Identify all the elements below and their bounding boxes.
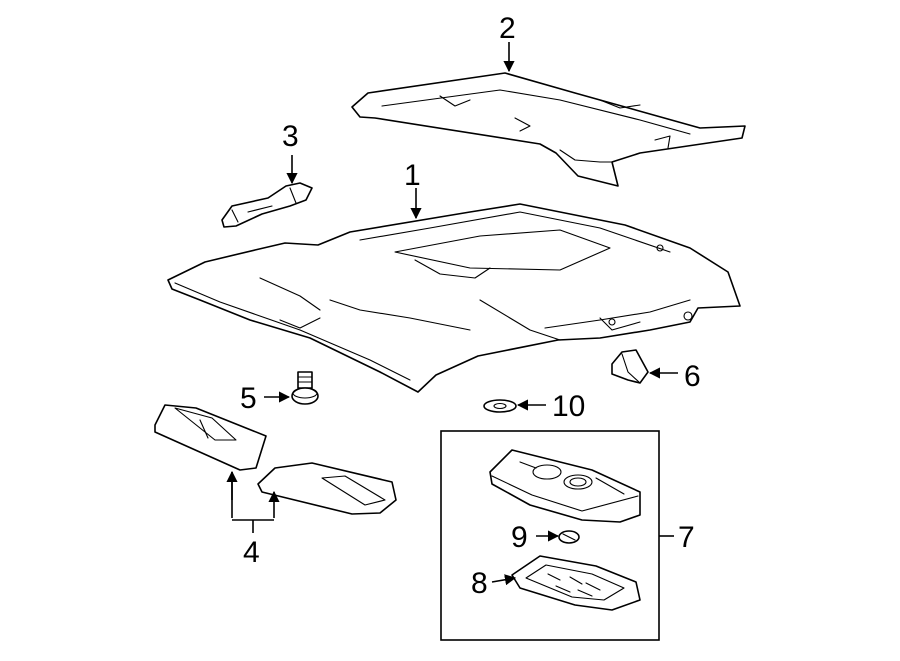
- callout-9: 9: [511, 521, 528, 554]
- part-10-washer: [483, 399, 517, 413]
- callout-5: 5: [240, 382, 257, 415]
- callout-7: 7: [678, 521, 695, 554]
- callout-4: 4: [243, 536, 260, 569]
- part-1-headliner: [167, 203, 741, 393]
- part-3-bracket: [221, 182, 313, 228]
- part-8-lens: [511, 555, 641, 611]
- part-2-roof-panel: [351, 72, 746, 187]
- part-7-dome-lamp: [489, 449, 641, 523]
- callout-3: 3: [282, 120, 299, 153]
- leader-lines: [226, 42, 678, 586]
- part-9-bulb: [558, 530, 580, 544]
- part-5-retainer: [291, 371, 319, 405]
- part-6-clip: [611, 349, 649, 384]
- callout-1: 1: [404, 159, 421, 192]
- callout-8: 8: [471, 567, 488, 600]
- part-4-sun-visors: [154, 404, 397, 515]
- callout-2: 2: [499, 12, 516, 45]
- callout-10: 10: [552, 390, 585, 423]
- callout-6: 6: [684, 360, 701, 393]
